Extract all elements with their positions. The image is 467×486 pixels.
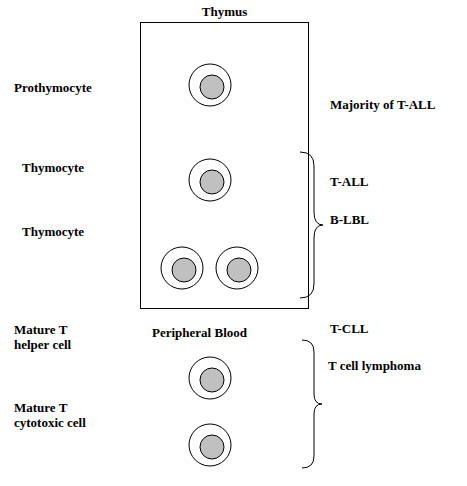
cell-label: T cell lymphoma <box>328 358 463 373</box>
cell-outline <box>189 64 231 106</box>
cell-outline <box>189 424 231 466</box>
cell-label: Majority of T-ALL <box>330 97 465 112</box>
cell-label: Prothymocyte <box>14 80 124 95</box>
cell-nucleus <box>200 75 224 99</box>
cell-label: B-LBL <box>330 212 450 227</box>
cell-label: Thymocyte <box>22 160 132 175</box>
cell-outline <box>216 247 258 289</box>
cell-nucleus <box>200 170 224 194</box>
cell-nucleus <box>172 258 196 282</box>
cell-label: Peripheral Blood <box>152 325 292 340</box>
cell-label: T-ALL <box>330 174 450 189</box>
cell-nucleus <box>227 258 251 282</box>
cell-nucleus <box>200 368 224 392</box>
cell-label: T-CLL <box>330 321 450 336</box>
cell-label: Mature T cytotoxic cell <box>14 400 102 430</box>
thymus-box: Thymus <box>140 4 309 309</box>
box-heading: Thymus <box>140 4 309 19</box>
cell-nucleus <box>200 435 224 459</box>
curly-brace <box>302 340 322 468</box>
cell-outline <box>189 159 231 201</box>
cell-label: Mature T helper cell <box>14 322 92 352</box>
box-outline <box>140 22 309 309</box>
curly-brace <box>300 152 323 298</box>
cell-outline <box>189 357 231 399</box>
cell-outline <box>161 247 203 289</box>
cell-label: Thymocyte <box>22 224 132 239</box>
